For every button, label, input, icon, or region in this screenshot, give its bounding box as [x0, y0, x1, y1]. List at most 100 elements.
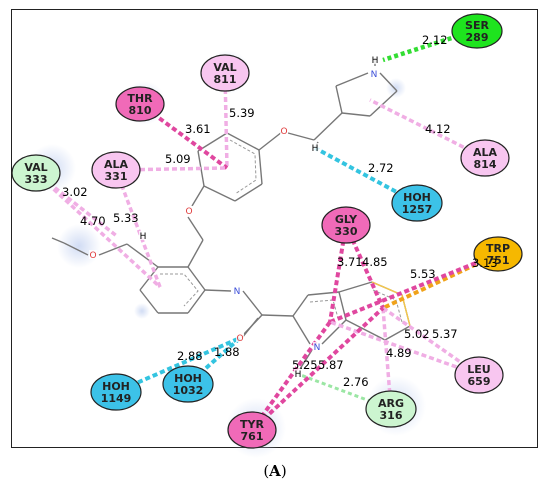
residue-node: [365, 390, 417, 428]
distance-label-d-470: 4.70: [80, 214, 106, 228]
distance-label-d-533: 5.33: [113, 211, 139, 225]
interaction-d-525: [250, 320, 332, 432]
atom-o-ether-mid: O: [185, 207, 192, 217]
residue-node: [451, 13, 503, 49]
atom-n-indole: N: [314, 343, 321, 353]
interaction-d-533: [114, 169, 162, 288]
ligand-bond: [299, 349, 313, 370]
ligand-bond: [345, 319, 386, 341]
distance-label-d-212: 2.12: [422, 33, 448, 47]
residue-number: 289: [466, 31, 489, 44]
distance-label-d-371: 3.71: [337, 255, 363, 269]
ligand-bond: [98, 243, 128, 256]
ligand-bond: [197, 150, 205, 187]
interaction-d-470: [34, 171, 162, 289]
residue-number: 316: [380, 409, 403, 422]
ligand-bond: [204, 289, 232, 292]
panel-label: (A): [0, 462, 550, 480]
interaction-d-212: [382, 33, 459, 63]
solvent-halo: [134, 303, 150, 319]
ligand-bond: [191, 185, 205, 207]
residue-name: SER: [465, 19, 489, 32]
residue-number: 331: [105, 170, 128, 183]
panel-label-open: (: [263, 462, 270, 480]
residue-name: LEU: [467, 363, 490, 376]
ligand-bond: [313, 112, 343, 141]
interaction-d-587: [250, 306, 385, 432]
atom-backdrop: [89, 250, 97, 259]
ligand-bond: [321, 319, 347, 345]
distance-label-d-276: 2.76: [343, 375, 369, 389]
residue-node: [227, 411, 277, 449]
distance-label-d-313: 3.13: [472, 256, 498, 270]
ligand-bond: [261, 314, 294, 317]
ligand-bond: [187, 266, 206, 291]
atom-h-nh: H: [295, 370, 302, 380]
residue-number: 814: [474, 158, 497, 171]
residue-name: THR: [127, 92, 153, 105]
ligand-bond: [187, 239, 204, 268]
residue-name: TYR: [240, 418, 264, 431]
distance-label-d-188: 1.88: [214, 345, 240, 359]
ligand-bond: [203, 185, 236, 202]
residue-number: 333: [25, 173, 48, 186]
residue-number: 761: [241, 430, 264, 443]
interaction-d-485: [344, 224, 385, 309]
aromatic-bond: [160, 273, 199, 307]
residue-node: [460, 139, 510, 177]
residue-name: ALA: [473, 146, 498, 159]
ligand-bond: [369, 90, 398, 117]
residue-node: [200, 54, 250, 92]
distance-label-d-509: 5.09: [165, 152, 191, 166]
solvent-halo: [386, 78, 406, 98]
residue-node: [162, 365, 214, 403]
atom-n-amide: N: [234, 287, 241, 297]
residue-nodes: SER289VAL811THR810ALA814VAL333ALA331HOH1…: [11, 13, 523, 449]
distance-label-d-587: 5.87: [318, 358, 344, 372]
residue-name: GLY: [335, 213, 358, 226]
atom-n-pyrrolidine: N: [371, 70, 378, 80]
distance-label-d-525: 5.25: [292, 358, 318, 372]
atom-backdrop: [294, 369, 302, 378]
ligand-bond: [341, 112, 371, 117]
ligand-bond: [63, 242, 89, 256]
panel-label-letter: A: [269, 462, 281, 480]
distance-label-d-489: 4.89: [386, 346, 412, 360]
atom-o-ether-top: O: [280, 127, 287, 137]
distance-label-d-288: 2.88: [177, 349, 203, 363]
distance-label-d-272: 2.72: [368, 161, 394, 175]
residue-node: [115, 86, 165, 122]
residue-node: [91, 151, 141, 189]
distance-label-d-537: 5.37: [432, 327, 458, 341]
ligand-bond: [287, 132, 315, 141]
ligand-bond: [335, 72, 369, 87]
ligand-bond: [126, 243, 159, 268]
atom-backdrop: [233, 286, 241, 295]
residue-name: HOH: [174, 372, 202, 385]
distance-label-d-412: 4.12: [425, 122, 451, 136]
ligand-bond: [335, 85, 343, 114]
atom-o-methoxy: O: [89, 251, 96, 261]
ligand-structure: [51, 58, 411, 370]
residue-name: VAL: [213, 61, 236, 74]
residue-name: ALA: [104, 158, 129, 171]
distance-label-d-361: 3.61: [185, 122, 211, 136]
residue-number: 810: [129, 104, 152, 117]
